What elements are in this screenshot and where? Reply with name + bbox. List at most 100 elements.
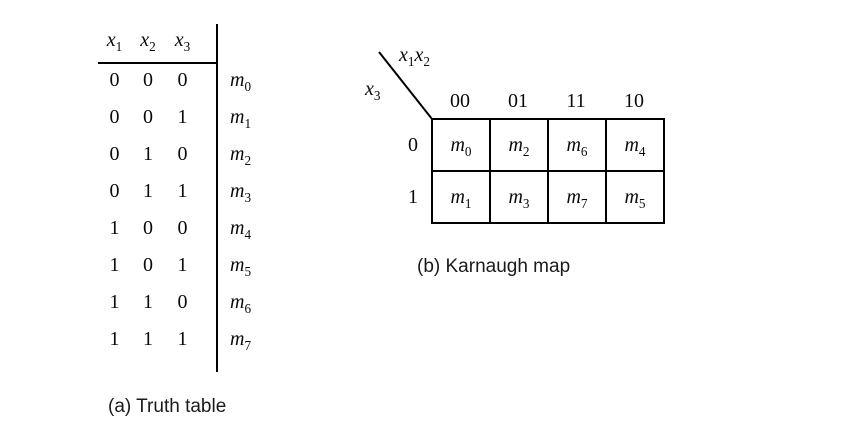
minterm-sub: 3 (244, 190, 252, 205)
tt-header-x1: x1 (98, 24, 131, 62)
tt-bit: 0 (177, 291, 188, 313)
tt-bit: 0 (143, 217, 153, 239)
tt-bit: 1 (177, 254, 188, 276)
tt-bit: 1 (143, 143, 153, 165)
minterm-base: m (566, 134, 581, 156)
karnaugh-map: x1x2 x3 00 01 11 10 0 1 m0 m2 m6 m4 m1 m… (365, 40, 705, 300)
var-sub: 1 (407, 54, 415, 69)
kmap-column-labels: 00 01 11 10 (431, 88, 663, 114)
tt-header-x2: x2 (131, 24, 165, 62)
var-base: x (106, 29, 116, 51)
minterm-base: m (230, 254, 245, 276)
minterm-base: m (450, 186, 465, 208)
var-base: x (365, 78, 374, 100)
tt-bit: 0 (109, 180, 120, 202)
minterm-sub: 6 (244, 301, 252, 316)
tt-header-x3: x3 (165, 24, 200, 62)
tt-minterm-m2: m2 (200, 136, 290, 173)
tt-minterm-m6: m6 (200, 284, 290, 321)
tt-bit: 0 (109, 143, 120, 165)
minterm-sub: 2 (244, 153, 252, 168)
kmap-cell-m0: m0 (433, 120, 489, 170)
tt-bit: 1 (177, 106, 188, 128)
tt-bit: 0 (143, 254, 153, 276)
truth-table-grid: x1 x2 x3 0 0 0 m0 0 0 1 m1 0 1 0 m (98, 24, 328, 358)
kmap-axis-label-x3: x3 (365, 78, 380, 104)
minterm-base: m (230, 217, 245, 239)
var-base: x (399, 44, 408, 66)
minterm-sub: 2 (522, 144, 530, 159)
kmap-cell-m3: m3 (491, 172, 547, 222)
truth-table: x1 x2 x3 0 0 0 m0 0 0 1 m1 0 1 0 m (98, 24, 328, 428)
tt-minterm-m7: m7 (200, 321, 290, 358)
kmap-col-label-10: 10 (624, 90, 644, 112)
minterm-base: m (624, 134, 639, 156)
minterm-base: m (230, 69, 245, 91)
minterm-base: m (450, 134, 465, 156)
minterm-sub: 5 (244, 264, 252, 279)
tt-bit: 0 (143, 106, 153, 128)
truth-table-vertical-rule (216, 24, 218, 372)
kmap-row-label-1: 1 (408, 186, 418, 208)
minterm-sub: 0 (464, 144, 472, 159)
minterm-base: m (230, 180, 245, 202)
minterm-sub: 6 (580, 144, 588, 159)
minterm-base: m (566, 186, 581, 208)
tt-bit: 0 (177, 143, 188, 165)
kmap-row-labels: 0 1 (403, 120, 423, 224)
minterm-sub: 4 (638, 144, 646, 159)
tt-bit: 1 (177, 328, 188, 350)
var-sub: 3 (373, 88, 381, 103)
minterm-base: m (230, 143, 245, 165)
tt-minterm-m1: m1 (200, 99, 290, 136)
var-base: x (140, 29, 150, 51)
var-sub: 3 (183, 39, 191, 54)
tt-header-spacer (200, 24, 290, 62)
tt-minterm-m0: m0 (200, 62, 290, 99)
minterm-base: m (230, 291, 245, 313)
truth-table-header-rule (98, 62, 216, 64)
kmap-col-label-11: 11 (566, 90, 586, 112)
tt-minterm-m4: m4 (200, 210, 290, 247)
kmap-caption: (b) Karnaugh map (417, 256, 571, 277)
kmap-grid: m0 m2 m6 m4 m1 m3 m7 m5 (431, 118, 665, 224)
tt-minterm-m3: m3 (200, 173, 290, 210)
kmap-cell-m7: m7 (549, 172, 605, 222)
truth-table-caption: (a) Truth table (108, 396, 227, 417)
kmap-cell-m6: m6 (549, 120, 605, 170)
kmap-cell-m4: m4 (607, 120, 663, 170)
minterm-sub: 7 (580, 196, 588, 211)
minterm-base: m (508, 134, 523, 156)
minterm-sub: 7 (244, 338, 252, 353)
kmap-cell-m5: m5 (607, 172, 663, 222)
tt-bit: 1 (143, 291, 153, 313)
minterm-sub: 1 (464, 196, 472, 211)
minterm-base: m (624, 186, 639, 208)
minterm-base: m (508, 186, 523, 208)
tt-bit: 0 (177, 217, 188, 239)
minterm-sub: 3 (522, 196, 530, 211)
tt-bit: 0 (109, 106, 120, 128)
kmap-axis-label-x1x2: x1x2 (399, 44, 430, 70)
minterm-sub: 4 (244, 227, 252, 242)
minterm-sub: 1 (244, 116, 252, 131)
tt-bit: 1 (109, 254, 120, 276)
minterm-base: m (230, 328, 245, 350)
tt-bit: 0 (109, 69, 120, 91)
tt-bit: 1 (109, 217, 120, 239)
tt-bit: 0 (143, 69, 153, 91)
tt-bit: 1 (109, 291, 120, 313)
var-sub: 2 (149, 39, 156, 54)
minterm-sub: 5 (638, 196, 646, 211)
var-base: x (414, 44, 424, 66)
kmap-col-label-01: 01 (508, 90, 528, 112)
var-sub: 1 (115, 39, 123, 54)
kmap-diagonal-line (378, 51, 433, 120)
kmap-col-label-00: 00 (450, 90, 470, 112)
var-base: x (174, 29, 184, 51)
tt-minterm-m5: m5 (200, 247, 290, 284)
tt-bit: 1 (109, 328, 120, 350)
var-sub: 2 (423, 54, 430, 69)
tt-bit: 1 (143, 180, 153, 202)
minterm-base: m (230, 106, 245, 128)
